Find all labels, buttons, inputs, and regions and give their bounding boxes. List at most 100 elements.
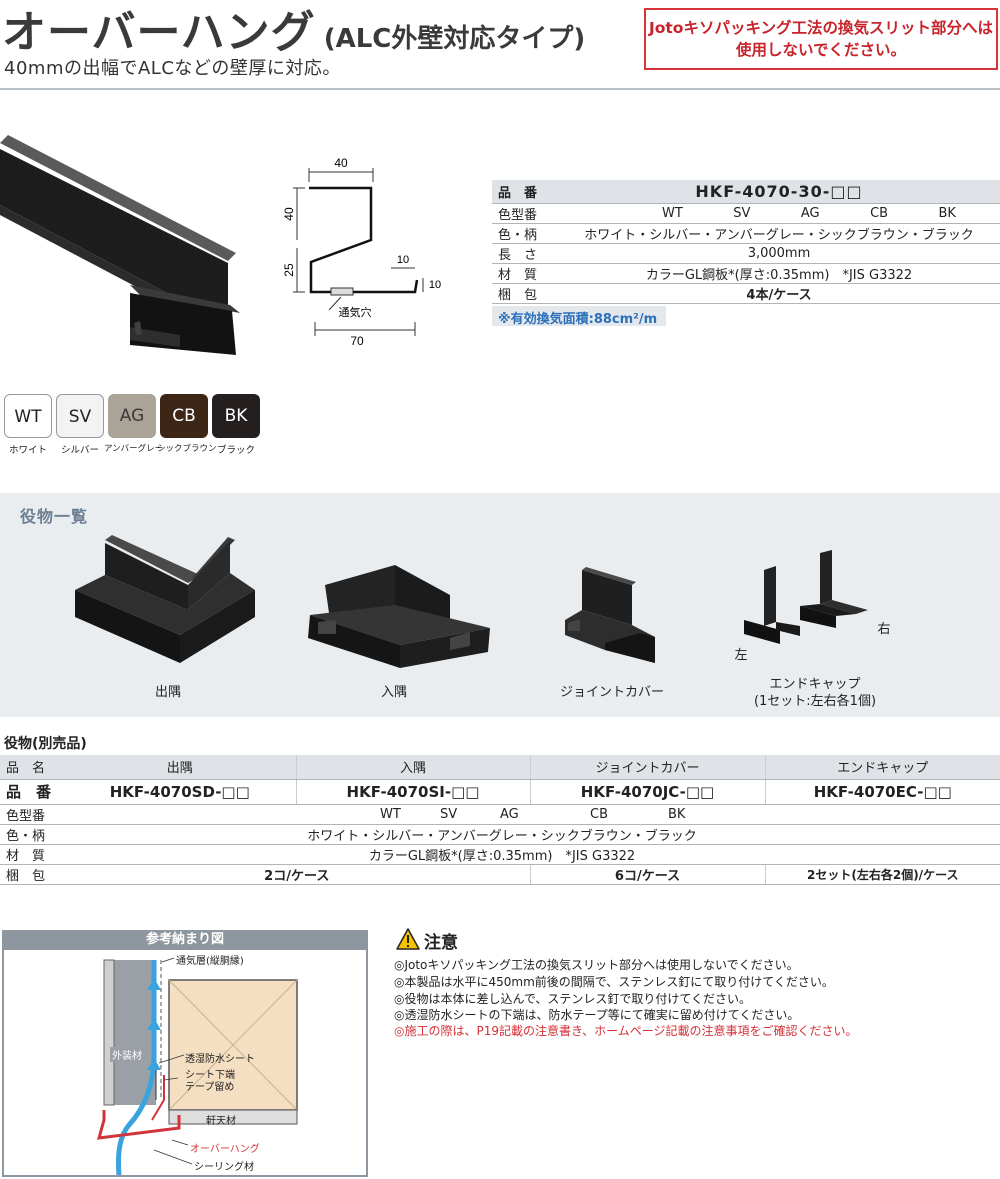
warning-notice-line2: 使用しないでください。 bbox=[735, 41, 907, 59]
accessory-row-color-codes: 色型番 WT SV AG CB BK bbox=[0, 804, 1000, 825]
ref-label-sheet: 透湿防水シート bbox=[185, 1054, 255, 1065]
accessory-label: 色型番 bbox=[0, 804, 64, 825]
dim-lip-width: 10 bbox=[397, 254, 409, 266]
spec-label: 長 さ bbox=[492, 243, 558, 264]
ventilation-area-note: ※有効換気面積:88cm²/m bbox=[492, 306, 666, 327]
swatch-label: シルバー bbox=[60, 445, 99, 456]
accessory-name: ジョイントカバー bbox=[529, 755, 765, 780]
dim-vent-label: 通気穴 bbox=[339, 305, 372, 319]
warning-triangle-icon bbox=[396, 928, 420, 950]
spec-row-length: 長 さ 3,000mm bbox=[492, 243, 1000, 264]
dimension-drawing: 40 40 25 10 10 通気穴 70 bbox=[282, 156, 441, 348]
color-code: SV bbox=[440, 806, 458, 822]
spec-row-part-number: 品 番 HKF-4070-30-□□ bbox=[492, 180, 1000, 204]
ref-label-sealing: シーリング材 bbox=[194, 1162, 254, 1173]
color-code: CB bbox=[870, 205, 889, 221]
page-title-sub: (ALC外壁対応タイプ) bbox=[323, 24, 586, 54]
ref-label-soffit: 軒天材 bbox=[206, 1116, 236, 1127]
dim-bottom-width: 70 bbox=[350, 334, 364, 348]
accessory-row-part-numbers: 品 番 HKF-4070SD-□□ HKF-4070SI-□□ HKF-4070… bbox=[0, 779, 1000, 805]
spec-label: 品 番 bbox=[492, 180, 558, 204]
swatch-label: ホワイト bbox=[8, 445, 47, 456]
swatch-wt: WT bbox=[4, 394, 52, 438]
accessory-part-number: HKF-4070SD-□□ bbox=[64, 779, 296, 805]
accessory-row-material: 材 質 カラーGL鋼板*(厚さ:0.35mm) *JIS G3322 bbox=[0, 844, 1000, 865]
spec-row-packing: 梱 包 4本/ケース bbox=[492, 283, 1000, 304]
swatch-ag: AG bbox=[108, 394, 156, 438]
accessory-row-colors: 色・柄 ホワイト・シルバー・アンバーグレー・シックブラウン・ブラック bbox=[0, 824, 1000, 845]
accessory-part-number: HKF-4070EC-□□ bbox=[764, 779, 1000, 805]
accessory-table: 品 名 出隅 入隅 ジョイントカバー エンドキャップ 品 番 HKF-4070S… bbox=[0, 755, 1000, 885]
accessory-label: 品 名 bbox=[0, 755, 64, 780]
swatch-label: ブラック bbox=[216, 445, 255, 456]
spec-color-codes: WT SV AG CB BK bbox=[558, 203, 1000, 224]
swatch-label: シックブラウン bbox=[157, 444, 217, 454]
spec-label: 色・柄 bbox=[492, 223, 558, 244]
end-cap-left-label: 左 bbox=[734, 648, 748, 663]
reference-drawing-figure bbox=[96, 957, 298, 1175]
color-code: AG bbox=[800, 205, 820, 221]
ref-label-vent-layer: 通気層(縦胴縁) bbox=[176, 956, 244, 967]
accessory-name: 出隅 bbox=[64, 755, 296, 780]
accessory-caption-outside-corner: 出隅 bbox=[154, 685, 181, 700]
spec-value: 3,000mm bbox=[558, 243, 1000, 264]
accessory-colors: ホワイト・シルバー・アンバーグレー・シックブラウン・ブラック bbox=[64, 824, 1000, 845]
ref-label-overhang: オーバーハング bbox=[190, 1144, 260, 1155]
color-code: WT bbox=[380, 806, 401, 822]
spec-part-number: HKF-4070-30-□□ bbox=[558, 180, 1000, 204]
accessory-label: 梱 包 bbox=[0, 864, 64, 885]
swatch-label: アンバーグレー bbox=[104, 444, 164, 454]
reference-drawing-title: 参考納まり図 bbox=[2, 930, 368, 950]
accessory-section-title: 役物(別売品) bbox=[4, 736, 87, 752]
product-image bbox=[0, 135, 240, 355]
accessory-packing: 2セット(左右各2個)/ケース bbox=[764, 864, 1000, 885]
spec-value: ホワイト・シルバー・アンバーグレー・シックブラウン・ブラック bbox=[558, 223, 1000, 244]
accessories-panel-title: 役物一覧 bbox=[20, 507, 89, 526]
accessory-packing: 6コ/ケース bbox=[529, 864, 765, 885]
caution-item: ◎Jotoキソパッキング工法の換気スリット部分へは使用しないでください。 bbox=[394, 958, 799, 972]
header-divider bbox=[0, 88, 1000, 90]
end-cap-image bbox=[744, 550, 868, 644]
caution-item: ◎透湿防水シートの下端は、防水テープ等にて確実に留め付けてください。 bbox=[394, 1008, 800, 1022]
accessory-color-codes: WT SV AG CB BK bbox=[64, 804, 1000, 825]
accessory-name: 入隅 bbox=[295, 755, 530, 780]
color-code: CB bbox=[590, 806, 608, 822]
accessory-material: カラーGL鋼板*(厚さ:0.35mm) *JIS G3322 bbox=[64, 844, 1000, 865]
accessory-label: 色・柄 bbox=[0, 824, 64, 845]
spec-row-material: 材 質 カラーGL鋼板*(厚さ:0.35mm) *JIS G3322 bbox=[492, 263, 1000, 284]
caution-item: ◎本製品は水平に450mm前後の間隔で、ステンレス釘にて取り付けてください。 bbox=[394, 975, 834, 989]
accessory-part-number: HKF-4070JC-□□ bbox=[529, 779, 765, 805]
accessory-caption-inside-corner: 入隅 bbox=[380, 685, 407, 700]
dim-lip-height: 10 bbox=[429, 279, 441, 291]
spec-table: 品 番 HKF-4070-30-□□ 色型番 WT SV AG CB BK 色・… bbox=[492, 180, 1000, 304]
accessory-packing: 2コ/ケース bbox=[64, 864, 530, 885]
caution-item-important: ◎施工の際は、P19記載の注意書き、ホームページ記載の注意事項をご確認ください。 bbox=[394, 1024, 858, 1038]
page-title: オーバーハング(ALC外壁対応タイプ) bbox=[2, 7, 586, 58]
outside-corner-image bbox=[75, 535, 255, 663]
end-cap-right-label: 右 bbox=[877, 622, 891, 637]
accessory-label: 材 質 bbox=[0, 844, 64, 865]
caution-item: ◎役物は本体に差し込んで、ステンレス釘で取り付けてください。 bbox=[394, 992, 752, 1006]
spec-row-color-codes: 色型番 WT SV AG CB BK bbox=[492, 203, 1000, 224]
joint-cover-image bbox=[565, 567, 655, 663]
ref-label-tape-2: テープ留め bbox=[185, 1082, 235, 1093]
color-code: WT bbox=[662, 205, 683, 221]
warning-notice: Jotoキソパッキング工法の換気スリット部分へは 使用しないでください。 bbox=[644, 8, 998, 70]
dim-height-upper: 40 bbox=[282, 207, 296, 221]
dim-height-lower: 25 bbox=[282, 263, 296, 277]
accessory-row-packing: 梱 包 2コ/ケース 6コ/ケース 2セット(左右各2個)/ケース bbox=[0, 864, 1000, 885]
page-subtitle: 40mmの出幅でALCなどの壁厚に対応。 bbox=[4, 58, 341, 79]
spec-value: カラーGL鋼板*(厚さ:0.35mm) *JIS G3322 bbox=[558, 263, 1000, 284]
spec-value: 4本/ケース bbox=[558, 283, 1000, 304]
color-code: BK bbox=[938, 205, 956, 221]
inside-corner-image bbox=[308, 565, 490, 668]
spec-row-colors: 色・柄 ホワイト・シルバー・アンバーグレー・シックブラウン・ブラック bbox=[492, 223, 1000, 244]
ref-label-tape-1: シート下端 bbox=[185, 1070, 235, 1081]
accessory-caption-joint-cover: ジョイントカバー bbox=[559, 685, 664, 700]
swatch-bk: BK bbox=[212, 394, 260, 438]
accessory-caption-end-cap-set: (1セット:左右各1個) bbox=[753, 694, 877, 709]
caution-title: 注意 bbox=[424, 933, 458, 953]
color-code: SV bbox=[733, 205, 751, 221]
dim-top-width: 40 bbox=[334, 156, 348, 170]
spec-label: 材 質 bbox=[492, 263, 558, 284]
